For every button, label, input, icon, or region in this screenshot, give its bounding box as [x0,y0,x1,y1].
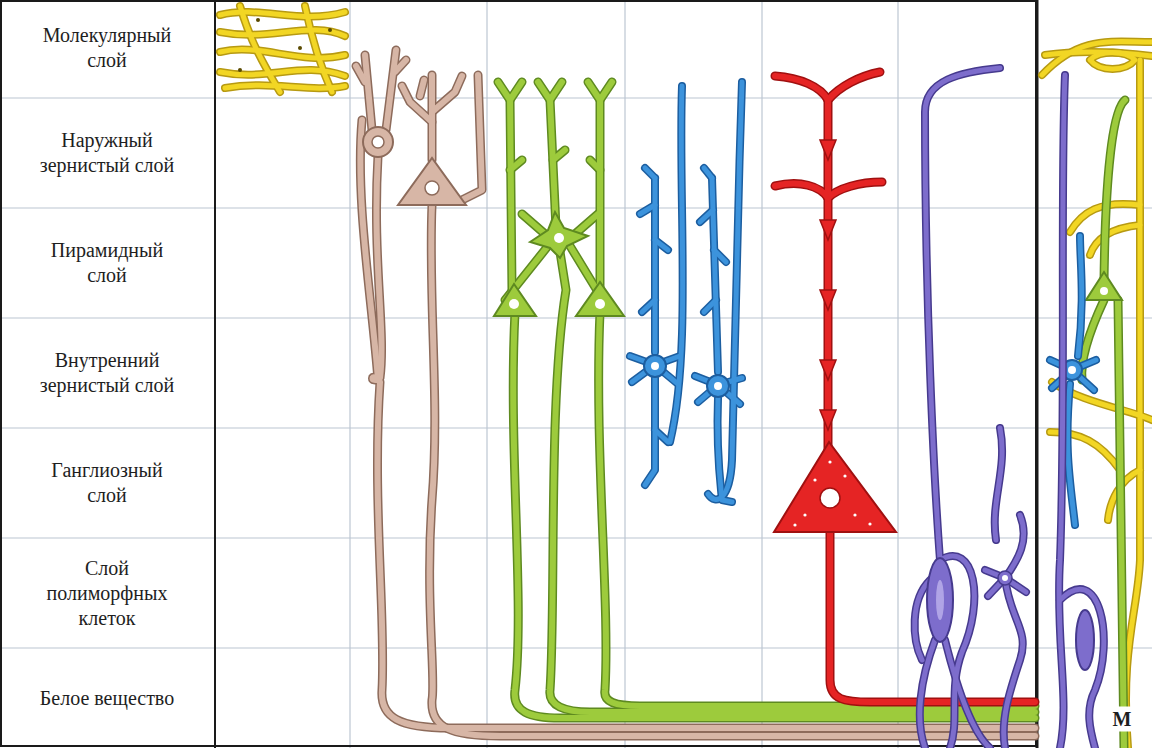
pyramidal-neurons-part [1086,272,1122,300]
layer-grid-part [624,0,625,748]
layer-label: Пирамидный слой [35,238,179,288]
granule-neurons-part [398,158,466,205]
giant-pyramidal-neuron-part [774,442,896,532]
pyramidal-neurons-part [554,233,564,243]
afferent-fibers [220,6,1152,748]
giant-pyramidal-neuron-part [820,290,836,310]
giant-pyramidal-neuron-part [820,220,836,240]
layer-grid-part [0,537,1152,538]
afferent-fibers-part [298,46,302,50]
giant-pyramidal-neuron-part [820,360,836,380]
granule-neurons-part [363,127,393,157]
giant-pyramidal-neuron-part [775,72,1035,702]
table-frame-part [214,0,216,748]
layer-grid-part [0,427,1152,428]
fusiform-neurons-part [927,558,953,642]
granule-neurons-part [372,136,384,148]
layer-grid-part [349,0,350,748]
stellate-neurons [630,82,1096,525]
layer-grid-part [897,0,898,748]
layer-grid-part [0,647,1152,648]
fusiform-neurons-part [1002,575,1008,581]
stellate-neurons-part [651,362,659,370]
layer-grid-part [0,207,1152,208]
fusiform-neurons-part [915,68,1104,748]
layer-grid-part [486,0,487,748]
giant-pyramidal-neuron-part [820,410,836,430]
fusiform-neurons-part [915,68,1104,748]
giant-pyramidal-neuron-part [843,474,846,477]
giant-pyramidal-neuron-part [820,488,840,508]
afferent-fibers-part [328,28,332,32]
pyramidal-neurons-part [1100,287,1108,295]
layer-grid-part [0,97,1152,98]
stellate-neurons-part [1068,366,1076,374]
giant-pyramidal-neuron-part [775,72,1035,702]
afferent-fibers-part [238,68,242,72]
giant-pyramidal-neuron-part [828,460,831,463]
fusiform-neurons [915,68,1104,748]
fusiform-neurons-part [1076,610,1094,670]
stellate-neurons-part [714,382,722,390]
pyramidal-neurons-part [494,284,536,316]
layer-grid-part [761,0,762,748]
layer-label: Ганглиозный слой [35,458,179,508]
table-frame-part [1036,0,1039,748]
afferent-fibers-part [256,18,260,22]
stellate-neurons-part [707,375,729,397]
fusiform-neurons-part [998,571,1012,585]
layer-label: Внутренний зернистый слой [35,348,179,398]
giant-pyramidal-neuron-part [803,513,806,516]
layer-label: Молекулярный слой [35,23,179,73]
pyramidal-neurons-part [530,212,588,258]
afferent-fibers-part [220,6,1152,748]
stellate-neurons-part [630,82,1096,525]
layer-grid-part [0,317,1152,318]
layer-label: Слой полиморфных клеток [35,556,179,631]
giant-pyramidal-neuron-part [793,523,796,526]
stellate-neurons-part [644,355,666,377]
layer-label: Белое вещество [35,686,179,711]
giant-pyramidal-neuron [774,72,1035,702]
giant-pyramidal-neuron-part [853,513,856,516]
pyramidal-neurons-part [576,282,624,316]
giant-pyramidal-neuron-part [868,522,871,525]
layer-label: Наружный зернистый слой [35,128,179,178]
granule-neurons-part [425,181,439,195]
giant-pyramidal-neuron-part [820,140,836,160]
pyramidal-neurons-part [509,299,519,309]
afferent-fibers-part [220,6,1152,748]
region-letter: М [1110,707,1135,732]
pyramidal-neurons-part [595,299,605,309]
fusiform-neurons-part [936,580,944,620]
giant-pyramidal-neuron-part [813,478,816,481]
stellate-neurons-part [630,82,1096,525]
